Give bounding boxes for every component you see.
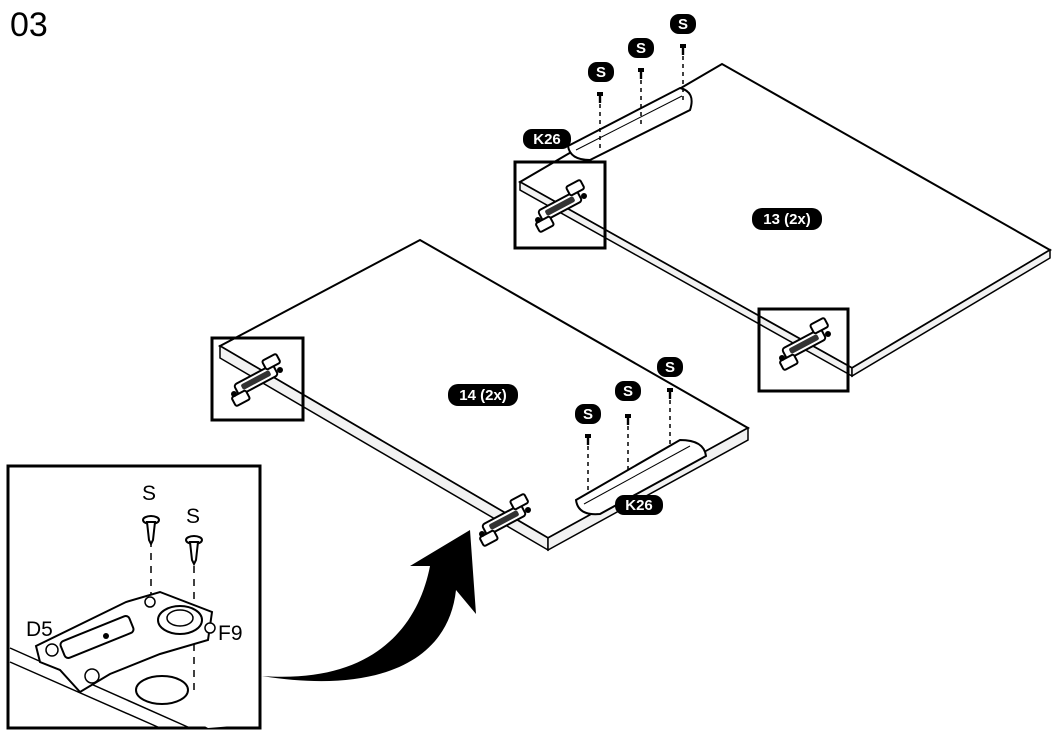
screw-label: S	[628, 38, 654, 58]
highlight-box-back-right	[757, 307, 850, 393]
highlight-box-back-left	[513, 160, 607, 250]
svg-text:S: S	[623, 383, 633, 400]
handle-label-back: K26	[523, 129, 571, 149]
screw-guide-lines-back	[587, 56, 684, 490]
svg-text:K26: K26	[625, 497, 653, 514]
step-number: 03	[10, 6, 48, 44]
svg-text:S: S	[583, 406, 593, 423]
screw-icon	[597, 92, 603, 103]
svg-text:K26: K26	[533, 131, 561, 148]
detail-screw-label: S	[186, 505, 200, 528]
screw-label: S	[615, 381, 641, 401]
svg-text:14 (2x): 14 (2x)	[459, 387, 507, 404]
highlight-box-front-left	[210, 336, 305, 422]
panel-label-14: 14 (2x)	[448, 384, 518, 406]
panel-label-13: 13 (2x)	[752, 208, 822, 230]
screw-icon	[638, 68, 644, 79]
svg-text:S: S	[596, 64, 606, 81]
screw-icon	[185, 535, 203, 567]
screw-icon	[680, 44, 686, 55]
svg-text:S: S	[636, 40, 646, 57]
svg-text:13 (2x): 13 (2x)	[763, 211, 811, 228]
svg-text:S: S	[665, 359, 675, 376]
arrow-icon	[262, 530, 476, 682]
handle-k26-front	[574, 438, 708, 516]
detail-screw-label: S	[142, 482, 156, 505]
svg-text:S: S	[678, 16, 688, 33]
handle-k26-back	[566, 86, 693, 162]
screw-label: S	[657, 357, 683, 377]
hinge-icon	[34, 590, 216, 694]
screw-label: S	[588, 62, 614, 82]
screw-label: S	[670, 14, 696, 34]
screw-label: S	[575, 404, 601, 424]
detail-hinge-label: F9	[218, 622, 243, 645]
handle-label-front: K26	[615, 495, 663, 515]
detail-plate-label: D5	[26, 618, 53, 641]
detail-inset: S S F9 D5	[6, 464, 262, 730]
screw-icon	[142, 515, 160, 547]
